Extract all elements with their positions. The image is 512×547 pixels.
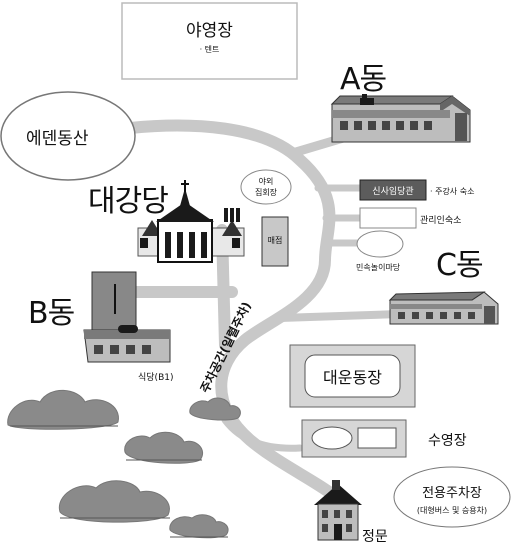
store-box[interactable]	[261, 216, 289, 267]
grass-marks	[10, 425, 228, 538]
main-gate-building[interactable]	[314, 480, 362, 541]
sinsa-hall-label: 신사임당관	[372, 186, 414, 197]
campsite-box[interactable]	[121, 2, 298, 80]
roads	[124, 119, 404, 506]
main-hall-church[interactable]	[137, 180, 245, 263]
mountain-ellipse[interactable]	[0, 91, 136, 181]
building-c[interactable]	[388, 291, 499, 325]
main-hall-label: 대강당	[88, 184, 169, 219]
folk-yard-ellipse[interactable]	[356, 230, 404, 258]
gym-label: 대운동장	[323, 368, 382, 387]
bushes	[7, 389, 241, 539]
staff-lodge-label: 관리인숙소	[420, 216, 462, 226]
pool-label: 수영장	[428, 433, 467, 449]
building-c-label: C동	[436, 248, 484, 283]
mountain-label: 에덴동산	[26, 129, 89, 149]
parking-lot-label: 전용주차장	[422, 485, 482, 501]
campsite-label: 야영장	[186, 20, 233, 41]
pool-rect	[357, 427, 397, 449]
parking-lot-ellipse[interactable]	[393, 466, 511, 528]
building-b-label: B동	[28, 296, 75, 331]
outdoor-hall-label-2: 집회장	[254, 188, 278, 197]
building-a[interactable]	[330, 94, 471, 143]
store-label: 매점	[267, 235, 283, 245]
main-gate-label: 정문	[362, 529, 388, 545]
parking-lot-sub-label: (대형버스 및 승용차)	[416, 505, 488, 515]
outdoor-hall-label-1: 야외	[258, 177, 274, 186]
sinsa-hall-box[interactable]	[359, 179, 427, 201]
building-b[interactable]	[83, 271, 171, 363]
building-a-label: A동	[340, 62, 387, 97]
road-to-c	[276, 310, 404, 322]
pool-oval	[311, 426, 353, 450]
cafeteria-label: 식당(B1)	[138, 373, 174, 383]
staff-lodge-box[interactable]	[359, 207, 417, 229]
gym-inner	[304, 354, 401, 398]
campsite-sub-label: · 텐트	[199, 44, 220, 54]
sinsa-sub-label: · 주강사 숙소	[430, 187, 475, 196]
folk-yard-label: 민속놀이마당	[356, 263, 401, 272]
road-to-pool	[221, 416, 304, 452]
outdoor-hall-ellipse[interactable]	[240, 169, 292, 205]
